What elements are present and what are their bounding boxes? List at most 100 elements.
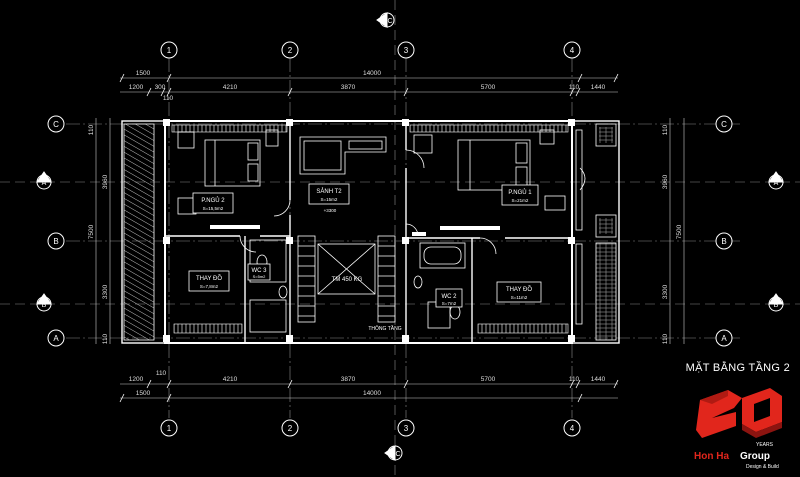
wc-2-fixtures <box>413 242 466 329</box>
dim-top-1500: 1500 <box>136 70 151 77</box>
room-name-wc-2: WC 2 <box>442 294 458 300</box>
grid-label-1-top: 1 <box>167 46 172 55</box>
grid-label-2-bottom: 2 <box>288 424 293 433</box>
dim-bottom-1500: 1500 <box>136 390 151 397</box>
dim-bottom-1440: 1440 <box>591 376 606 383</box>
dim-right-110a: 110 <box>662 124 669 135</box>
room-area-wc-2: S=7m2 <box>442 301 457 306</box>
sofa-sanh <box>299 136 387 175</box>
grid-bubble-1-top <box>160 41 178 59</box>
dim-top-small-110: 110 <box>163 95 174 102</box>
room-area-p-ngu-2: S=15,5m2 <box>203 206 224 211</box>
dim-top-1440: 1440 <box>591 84 606 91</box>
section-label-a-right: A <box>774 180 779 187</box>
grid-bubble-2-top <box>281 41 299 59</box>
section-arrow-b-left <box>36 293 52 305</box>
section-label-c-bottom: C <box>395 451 400 458</box>
room-area-thay-do-left: S=7,8m2 <box>200 284 219 289</box>
room-name-p-ngu-1: P.NGỦ 1 <box>508 189 532 196</box>
grid-label-2-top: 2 <box>288 46 293 55</box>
section-arrow-a-right <box>768 171 784 183</box>
grid-label-3-bottom: 3 <box>404 424 409 433</box>
void-label: THÔNG TẦNG <box>368 325 401 332</box>
grid-label-c-left: C <box>53 120 59 129</box>
grid-bubble-3-top <box>397 41 415 59</box>
right-brick-wall <box>595 242 617 341</box>
grid-label-4-bottom: 4 <box>570 424 575 433</box>
drawing-title: MẶT BẰNG TẦNG 2 <box>685 362 790 374</box>
grid-bubble-2-bottom <box>281 419 299 437</box>
dim-bottom-1200: 1200 <box>129 376 144 383</box>
room-name-thay-do-left: THAY ĐỒ <box>196 275 222 282</box>
room-name-p-ngu-2: P.NGỦ 2 <box>201 197 225 204</box>
dim-left-3960: 3960 <box>102 174 109 189</box>
railing-top-left <box>171 124 288 133</box>
dim-bottom-3870: 3870 <box>341 376 356 383</box>
dim-left-3300: 3300 <box>102 284 109 299</box>
dim-bottom-110a: 110 <box>156 370 167 377</box>
grid-label-c-right: C <box>721 120 727 129</box>
grid-bubble-1-bottom <box>160 419 178 437</box>
section-arrow-c-bottom <box>384 445 396 461</box>
room-name-wc-3: WC 3 <box>252 268 268 274</box>
room-name-elevator: TM 450 KG <box>332 277 363 283</box>
doors <box>239 149 497 255</box>
grid-bubble-a-left <box>47 329 65 347</box>
railing-left <box>173 323 243 334</box>
grid-label-a-left: A <box>53 334 59 343</box>
dim-top-14000: 14000 <box>363 70 381 77</box>
grid-bubble-b-left <box>47 232 65 250</box>
dim-top-110: 110 <box>569 84 580 91</box>
honha-group-logo: YEARS Hon Ha Group Design & Build <box>694 388 782 470</box>
dim-top-5700: 5700 <box>481 84 496 91</box>
dim-right-3960: 3960 <box>662 174 669 189</box>
section-label-c-top: C <box>387 18 392 25</box>
section-arrow-a-left <box>36 171 52 183</box>
section-arrow-c-top <box>376 12 388 28</box>
dim-left-110b: 110 <box>102 333 109 344</box>
bed-p-ngu-2 <box>204 139 261 187</box>
left-balcony-hatch <box>123 123 155 341</box>
stair-core <box>297 235 396 323</box>
railing-right <box>477 323 569 334</box>
wc-3-fixtures <box>249 239 288 333</box>
logo-years: YEARS <box>756 442 774 448</box>
grid-bubble-a-right <box>715 329 733 347</box>
room-name-sanh-t2: SẢNH T2 <box>316 188 342 195</box>
dim-right-7500: 7500 <box>676 224 683 239</box>
dim-right-3300: 3300 <box>662 284 669 299</box>
dim-bottom-5700: 5700 <box>481 376 496 383</box>
grid-label-1-bottom: 1 <box>167 424 172 433</box>
grid-label-b-right: B <box>721 237 726 246</box>
bed-p-ngu-1 <box>457 139 531 191</box>
logo-brand-group: Group <box>740 451 770 462</box>
dim-bottom-14000: 14000 <box>363 390 381 397</box>
grid-bubble-b-right <box>715 232 733 250</box>
level-mark-sanh: +3300 <box>324 208 337 213</box>
dim-bottom-4210: 4210 <box>223 376 238 383</box>
dimension-lines <box>95 77 685 399</box>
dim-right-110b: 110 <box>662 333 669 344</box>
grid-bubble-c-left <box>47 115 65 133</box>
room-area-thay-do-right: S=11m2 <box>511 295 528 300</box>
room-name-thay-do-right: THAY ĐỒ <box>506 286 532 293</box>
grid-bubble-4-bottom <box>563 419 581 437</box>
logo-brand-honha: Hon Ha <box>694 451 729 462</box>
walls <box>121 120 620 344</box>
grid-label-4-top: 4 <box>570 46 575 55</box>
dim-bottom-110b: 110 <box>569 376 580 383</box>
section-label-a-left: A <box>42 180 47 187</box>
grid-label-b-left: B <box>53 237 58 246</box>
room-area-wc-3: S=5m2 <box>253 274 267 279</box>
dim-top-1200: 1200 <box>129 84 144 91</box>
dim-top-4210: 4210 <box>223 84 238 91</box>
grid-bubble-3-bottom <box>397 419 415 437</box>
logo-tagline: Design & Build <box>746 464 779 470</box>
section-label-b-right: B <box>774 302 779 309</box>
grid-bubble-c-right <box>715 115 733 133</box>
dim-top-300: 300 <box>155 84 166 91</box>
grid-bubble-4-top <box>563 41 581 59</box>
section-arrow-b-right <box>768 293 784 305</box>
room-area-sanh-t2: S=15m2 <box>321 197 338 202</box>
